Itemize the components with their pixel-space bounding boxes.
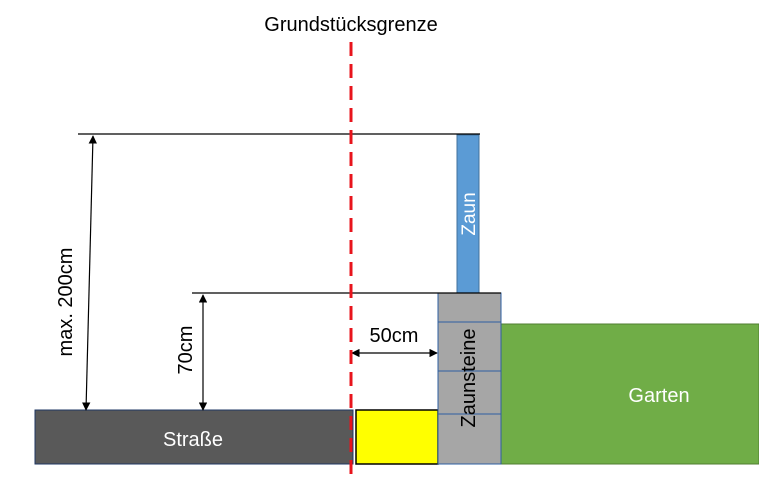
garden-label: Garten	[628, 385, 689, 407]
setback-strip	[355, 409, 439, 465]
street-label: Straße	[163, 429, 223, 451]
street-block	[34, 409, 354, 465]
fence-stones-label: Zaunsteine	[458, 329, 480, 428]
boundary-title: Grundstücksgrenze	[264, 14, 437, 36]
stone-height-label: 70cm	[175, 326, 197, 375]
distance-label: 50cm	[370, 325, 419, 347]
fence-stones	[437, 292, 502, 465]
max-height-arrow	[81, 135, 98, 411]
garden-block	[500, 323, 759, 465]
max-height-label: max. 200cm	[55, 248, 77, 357]
fence-label: Zaun	[459, 192, 480, 235]
